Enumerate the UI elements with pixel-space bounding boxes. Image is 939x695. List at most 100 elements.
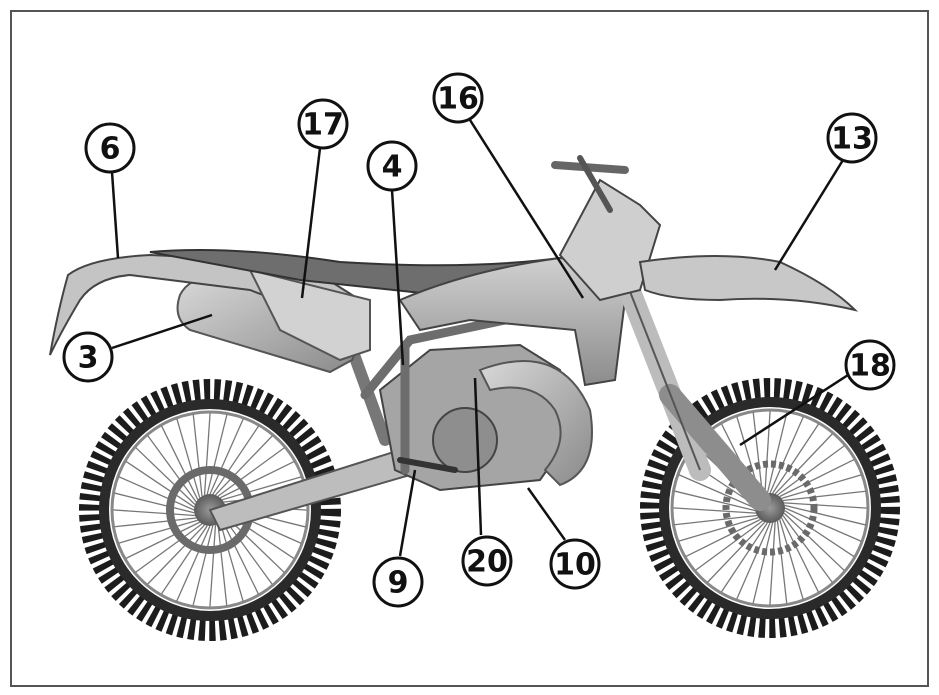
- callout-6-label: 6: [100, 132, 121, 167]
- leader-10: [526, 487, 567, 541]
- headlight-mask: [558, 178, 662, 302]
- leader-4: [390, 189, 405, 366]
- spoke: [221, 519, 260, 595]
- spoke: [672, 507, 756, 514]
- front-tire-knobs: [640, 378, 900, 638]
- rear-tire-knobs: [79, 379, 341, 641]
- spoke: [212, 425, 260, 495]
- callout-18: 18: [844, 339, 896, 391]
- callout-6-circle: [84, 122, 136, 174]
- callout-20: 20: [461, 535, 513, 587]
- spoke: [752, 522, 774, 604]
- rear-rim: [110, 410, 310, 610]
- spoke: [784, 504, 866, 526]
- footpeg: [397, 457, 458, 473]
- spoke: [769, 522, 776, 606]
- front-brake-disc: [722, 460, 818, 556]
- spoke: [784, 510, 855, 558]
- rear-tire: [99, 399, 321, 621]
- callouts: 6 17 4 16 13 3: [62, 72, 896, 608]
- leader-9: [398, 469, 417, 557]
- spoke: [783, 512, 845, 571]
- spoke: [125, 460, 195, 508]
- spoke: [112, 509, 196, 517]
- callout-13-circle: [826, 112, 878, 164]
- spoke: [192, 414, 203, 497]
- callout-6: 6: [84, 122, 136, 174]
- callout-4-label: 4: [382, 150, 403, 185]
- spoke: [222, 476, 302, 501]
- spoke: [776, 520, 788, 604]
- callout-13: 13: [826, 112, 878, 164]
- spoke: [674, 490, 756, 512]
- spoke: [695, 520, 763, 571]
- spoke: [752, 412, 764, 496]
- spoke: [674, 514, 758, 526]
- leader-17: [300, 147, 322, 299]
- callout-17: 17: [297, 98, 349, 150]
- spoke: [135, 523, 203, 573]
- leader-6: [110, 171, 120, 259]
- callout-10: 10: [549, 538, 601, 590]
- spoke: [160, 425, 199, 501]
- front-fork-lower: [659, 384, 771, 511]
- callout-9: 9: [372, 556, 424, 608]
- expansion-chamber: [478, 360, 593, 487]
- callout-20-label: 20: [466, 545, 508, 580]
- engine-cover: [432, 407, 498, 473]
- leader-13: [773, 159, 845, 271]
- spoke: [772, 423, 820, 494]
- callout-10-label: 10: [554, 548, 596, 583]
- spoke: [736, 522, 771, 600]
- callout-13-label: 13: [831, 122, 873, 157]
- callout-16-label: 16: [437, 82, 479, 117]
- spoke: [176, 418, 201, 498]
- side-panel: [248, 268, 371, 362]
- spoke: [777, 445, 845, 496]
- callout-3: 3: [62, 331, 114, 383]
- callout-17-circle: [297, 98, 349, 150]
- callout-16-circle: [432, 72, 484, 124]
- callout-4: 4: [366, 140, 418, 192]
- spoke: [764, 410, 771, 494]
- spoke: [766, 412, 788, 494]
- spoke: [678, 474, 756, 509]
- spoke: [147, 435, 197, 503]
- front-rim: [670, 408, 870, 608]
- spoke: [160, 525, 208, 595]
- spoke: [781, 474, 862, 499]
- spoke: [118, 519, 198, 544]
- front-tire: [659, 397, 881, 619]
- spoke: [223, 517, 273, 585]
- leader-3: [111, 313, 213, 350]
- spoke: [707, 521, 766, 583]
- callout-4-circle: [366, 140, 418, 192]
- callout-10-circle: [549, 538, 601, 590]
- callout-16: 16: [432, 72, 484, 124]
- spoke: [769, 416, 804, 494]
- callout-17-label: 17: [302, 108, 344, 143]
- spoke: [217, 447, 285, 497]
- leader-lines: [110, 119, 849, 557]
- callout-18-circle: [844, 339, 896, 391]
- spoke: [784, 502, 868, 509]
- spoke: [779, 519, 804, 600]
- leader-18: [739, 373, 849, 447]
- spoke: [114, 492, 195, 514]
- callout-18-label: 18: [849, 349, 891, 384]
- front-fender: [638, 255, 859, 312]
- spoke: [203, 412, 211, 496]
- rear-spokes: [112, 412, 308, 608]
- spoke: [779, 458, 855, 498]
- spoke: [685, 518, 761, 558]
- spoke: [176, 525, 211, 602]
- callout-9-circle: [372, 556, 424, 608]
- handlebar: [551, 161, 629, 174]
- spoke: [782, 490, 866, 502]
- spoke: [720, 522, 768, 593]
- spoke: [206, 414, 228, 495]
- leader-16: [468, 119, 585, 299]
- leader-20: [473, 377, 483, 536]
